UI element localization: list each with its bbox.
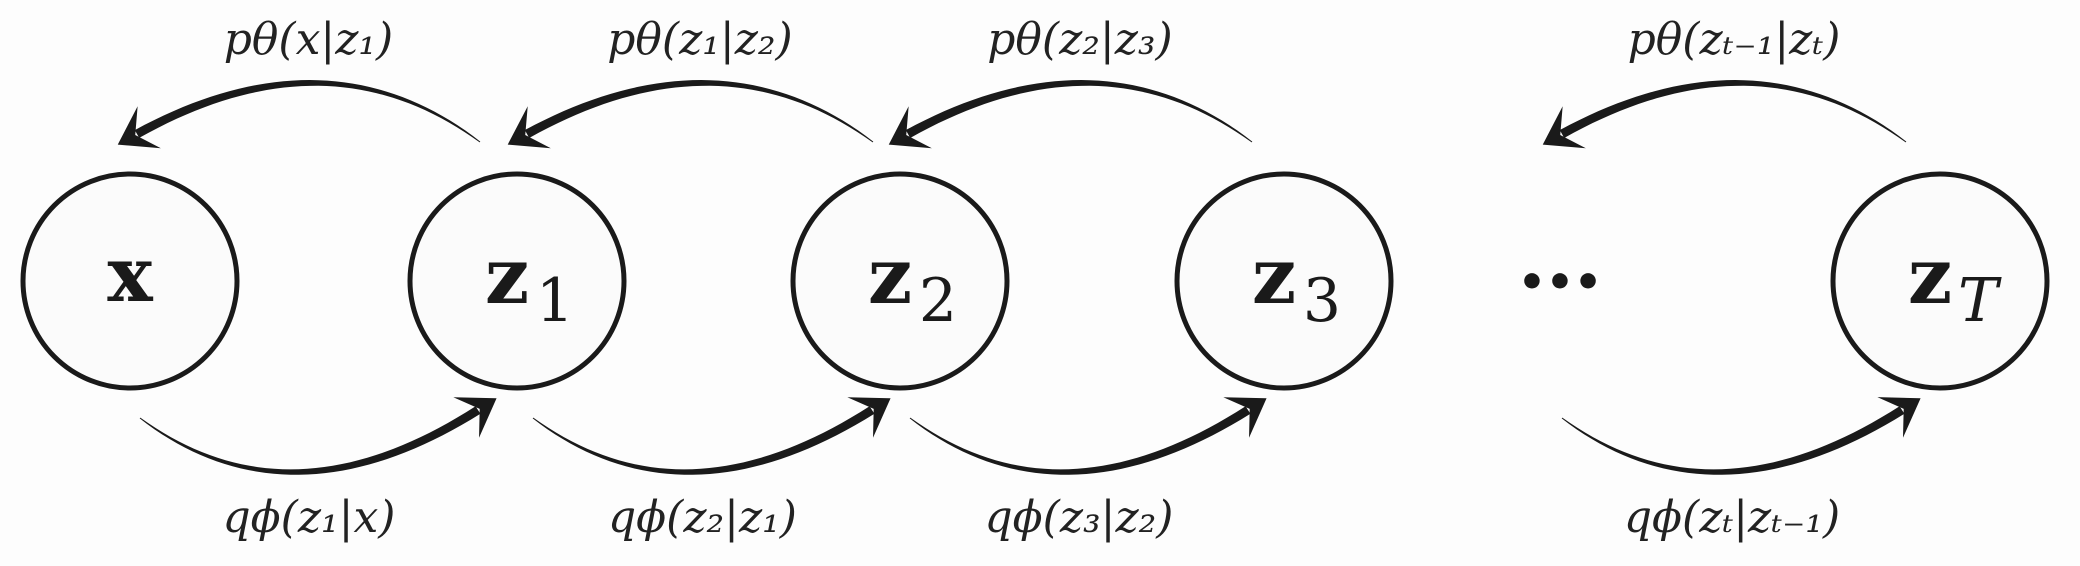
ellipsis: •••	[1518, 257, 1602, 308]
inference-edge-label-2: qϕ(z₂|z₁)	[608, 492, 797, 543]
inference-arrow-3	[909, 406, 1251, 475]
generative-edge-label-2: pθ(z₁|z₂)	[607, 14, 792, 65]
generative-arrow-2-head	[507, 106, 551, 149]
inference-arrow-3-head	[1223, 397, 1267, 438]
inference-arrow-1-head	[453, 397, 497, 438]
inference-arrow-4-head	[1877, 397, 1921, 438]
node-x-circle	[20, 171, 240, 391]
generative-arrow-3-head	[888, 106, 932, 149]
node-z1-subscript: 1	[536, 266, 574, 336]
inference-edge-label-3: qϕ(z₃|z₂)	[985, 492, 1174, 543]
node-z1-label: z	[485, 231, 529, 322]
generative-arrow-1-head	[117, 106, 161, 149]
generative-arrow-2	[524, 80, 874, 143]
node-z2-subscript: 2	[919, 266, 957, 336]
generative-arrow-1	[134, 80, 481, 143]
generative-edge-label-3: pθ(z₂|z₃)	[987, 14, 1172, 65]
node-z3-label: z	[1252, 231, 1296, 322]
generative-arrow-4-head	[1542, 106, 1586, 149]
inference-arrow-2	[532, 406, 875, 475]
node-z3-circle	[1174, 171, 1394, 391]
node-zT-circle	[1830, 171, 2050, 391]
node-z1-circle	[407, 171, 627, 391]
node-z3-subscript: 3	[1303, 266, 1341, 336]
node-z2-label: z	[868, 231, 912, 322]
node-zT-label: z	[1908, 231, 1952, 322]
inference-edge-label-1: qϕ(z₁|x)	[223, 492, 396, 543]
inference-arrow-2-head	[847, 397, 891, 438]
node-x-label: x	[107, 230, 153, 319]
node-zT-subscript: T	[1958, 266, 2002, 336]
generative-arrow-3	[905, 80, 1253, 143]
node-z2-circle	[790, 171, 1010, 391]
node-x: x	[20, 171, 240, 391]
generative-edge-label-4: pθ(zₜ₋₁|zₜ)	[1628, 14, 1841, 65]
inference-arrow-4	[1561, 406, 1905, 475]
inference-arrow-1	[139, 406, 481, 475]
generative-arrow-4	[1559, 80, 1907, 143]
inference-edge-label-4: qϕ(zₜ|zₜ₋₁)	[1624, 492, 1840, 543]
generative-edge-label-1: pθ(x|z₁)	[224, 14, 393, 65]
